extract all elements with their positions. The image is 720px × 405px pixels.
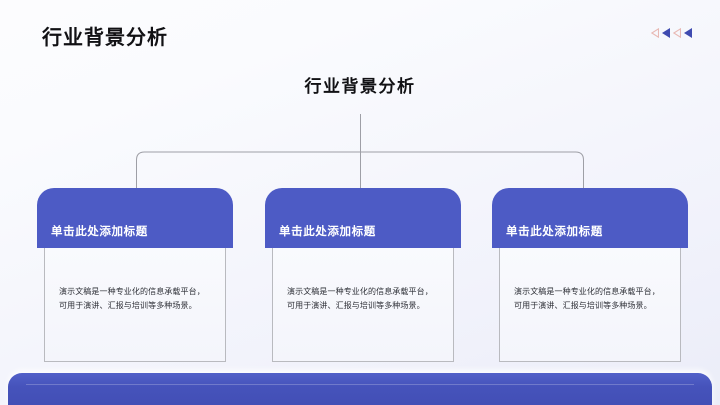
decorative-arrows: [651, 28, 692, 38]
card-description: 演示文稿是一种专业化的信息承载平台，可用于演讲、汇报与培训等多种场景。: [59, 287, 205, 310]
card-title: 单击此处添加标题: [506, 226, 603, 238]
bottom-accent-bar: [8, 373, 712, 405]
card-header[interactable]: 单击此处添加标题: [265, 188, 461, 248]
info-card[interactable]: 单击此处添加标题 演示文稿是一种专业化的信息承载平台，可用于演讲、汇报与培训等多…: [265, 188, 461, 362]
card-description: 演示文稿是一种专业化的信息承载平台，可用于演讲、汇报与培训等多种场景。: [287, 287, 433, 310]
card-description: 演示文稿是一种专业化的信息承载平台，可用于演讲、汇报与培训等多种场景。: [514, 287, 660, 310]
card-title: 单击此处添加标题: [51, 226, 148, 238]
page-title: 行业背景分析: [42, 27, 168, 49]
triangle-left-outline-icon: [651, 28, 659, 38]
card-header[interactable]: 单击此处添加标题: [37, 188, 233, 248]
triangle-left-outline-icon: [673, 28, 681, 38]
info-card[interactable]: 单击此处添加标题 演示文稿是一种专业化的信息承载平台，可用于演讲、汇报与培训等多…: [492, 188, 688, 362]
triangle-left-filled-icon: [684, 28, 692, 38]
triangle-left-filled-icon: [662, 28, 670, 38]
info-card[interactable]: 单击此处添加标题 演示文稿是一种专业化的信息承载平台，可用于演讲、汇报与培训等多…: [37, 188, 233, 362]
card-header[interactable]: 单击此处添加标题: [492, 188, 688, 248]
card-title: 单击此处添加标题: [279, 226, 376, 238]
diagram-title: 行业背景分析: [304, 77, 416, 96]
